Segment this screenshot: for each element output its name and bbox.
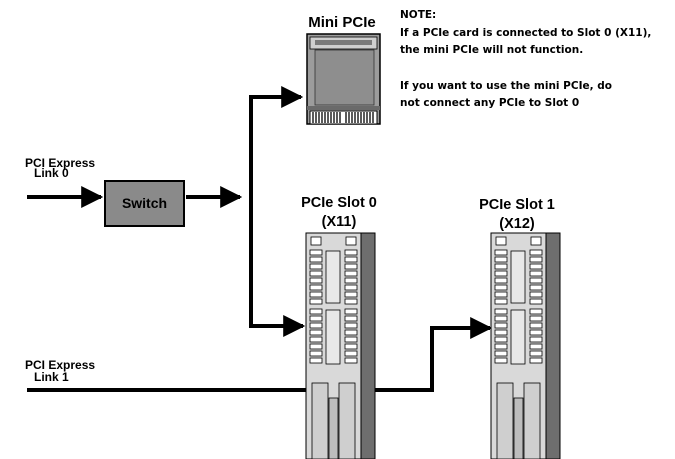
note-line: If a PCIe card is connected to Slot 0 (X… xyxy=(400,27,651,39)
slot1-connector: (X12) xyxy=(499,216,535,232)
note-line: If you want to use the mini PCIe, do xyxy=(400,80,612,92)
note-heading: NOTE: xyxy=(400,9,436,21)
slot1-name: PCIe Slot 1 xyxy=(479,197,555,213)
connection-lines xyxy=(27,86,493,392)
switch-box: Switch xyxy=(104,180,185,227)
note-line: not connect any PCIe to Slot 0 xyxy=(400,97,579,109)
note-line: the mini PCIe will not function. xyxy=(400,44,583,56)
link1-label-line2: Link 1 xyxy=(34,370,69,384)
slot0-contacts xyxy=(309,236,358,459)
mini-pcie-card xyxy=(306,33,381,125)
link0-label-line1: PCI Express xyxy=(25,156,95,170)
mini-pcie-pins xyxy=(312,112,374,123)
link1-label-line1: PCI Express xyxy=(25,358,95,372)
link0-label-line2: Link 0 xyxy=(34,166,69,180)
slot1-contacts xyxy=(494,236,543,459)
pcie-slot-0 xyxy=(305,232,376,459)
bus-to-mini-pcie-arrow xyxy=(249,86,304,328)
switch-label: Switch xyxy=(122,195,167,211)
mini-pcie-title: Mini PCIe xyxy=(308,14,376,31)
slot0-name: PCIe Slot 0 xyxy=(301,195,377,211)
slot0-connector: (X11) xyxy=(322,214,357,230)
slot0-to-slot1-arrow xyxy=(372,317,493,392)
pcie-slot-1 xyxy=(490,232,561,459)
note-block: NOTE: If a PCIe card is connected to Slo… xyxy=(400,9,651,109)
